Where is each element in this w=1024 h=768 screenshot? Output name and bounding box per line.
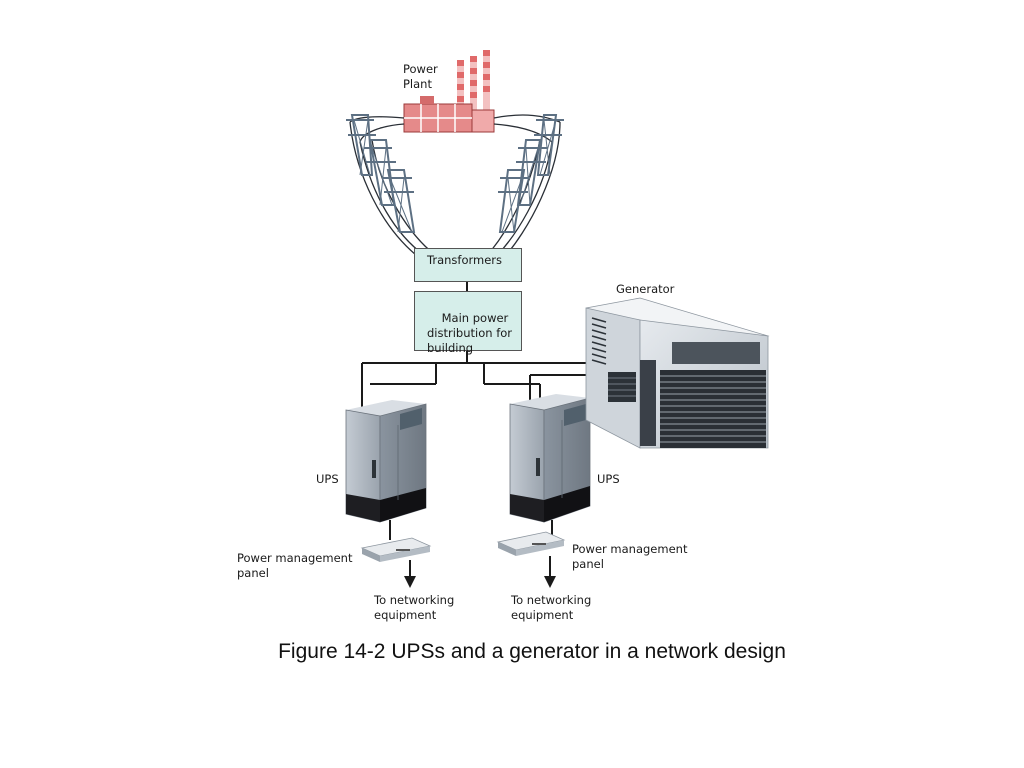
generator-label: Generator	[616, 282, 675, 296]
ups-left-label: UPS	[316, 472, 339, 486]
transformers-box: Transformers	[414, 248, 522, 282]
to-networking-left-label: To networking equipment	[374, 593, 455, 622]
power-plant-icon	[403, 50, 495, 133]
figure-caption: Figure 14-2 UPSs and a generator in a ne…	[278, 640, 786, 663]
main-power-label: Main power distribution for building	[427, 311, 513, 355]
power-management-panel-right-label: Power management panel	[572, 542, 688, 571]
power-management-panel-right-icon	[496, 531, 566, 556]
arrow-down-icon	[544, 576, 556, 588]
to-networking-right-label: To networking equipment	[511, 593, 592, 622]
ups-right-label: UPS	[597, 472, 620, 486]
ups-cabinet-right-icon	[509, 394, 591, 523]
arrow-icons	[404, 576, 556, 588]
main-power-box: Main power distribution for building	[414, 291, 522, 355]
arrow-down-icon	[404, 576, 416, 588]
power-management-panel-left-icon	[360, 537, 432, 562]
ups-cabinet-left-icon	[345, 400, 427, 523]
transmission-tower-left-icon	[346, 114, 416, 233]
power-plant-label: Power Plant	[403, 62, 438, 91]
transmission-tower-right-icon	[498, 114, 564, 233]
generator-icon	[585, 297, 770, 449]
power-management-panel-left-label: Power management panel	[237, 551, 353, 580]
transformers-label: Transformers	[427, 253, 502, 267]
